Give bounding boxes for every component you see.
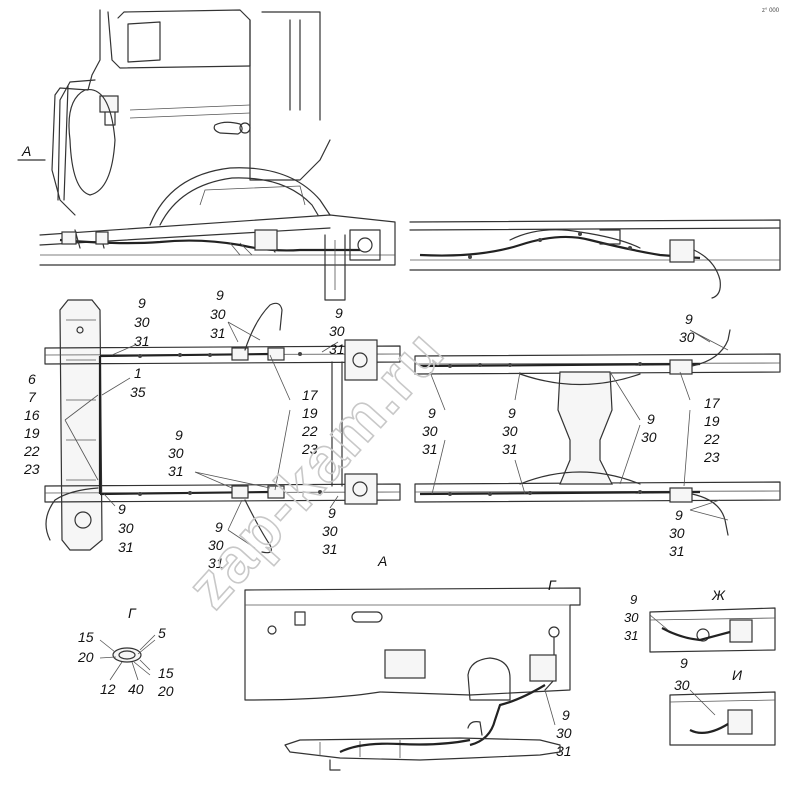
callout: 9 bbox=[118, 501, 126, 517]
callout: 30 bbox=[679, 329, 695, 345]
callout: 9 bbox=[562, 707, 570, 723]
callout: 30 bbox=[641, 429, 657, 445]
view-label-g-main: Г bbox=[548, 577, 557, 593]
callout: 31 bbox=[502, 441, 518, 457]
view-i: И bbox=[669, 667, 776, 746]
callout: 7 bbox=[28, 389, 37, 405]
callout: 9 bbox=[675, 507, 683, 523]
callout: 1 bbox=[134, 365, 142, 381]
callout: 31 bbox=[556, 743, 572, 759]
chassis-top-view-right bbox=[414, 329, 781, 536]
callout: 15 bbox=[158, 665, 174, 681]
callout: 30 bbox=[210, 306, 226, 322]
callout: 31 bbox=[134, 333, 150, 349]
callout: 22 bbox=[301, 423, 318, 439]
callout: 9 bbox=[508, 405, 516, 421]
callout: 30 bbox=[168, 445, 184, 461]
callout: 31 bbox=[329, 341, 345, 357]
chassis-top-view-left bbox=[44, 299, 401, 554]
callout: 5 bbox=[158, 625, 166, 641]
corner-code: z° 000 bbox=[762, 8, 780, 14]
callout: 31 bbox=[322, 541, 338, 557]
callout: 20 bbox=[77, 649, 94, 665]
callout: 31 bbox=[208, 555, 224, 571]
callouts: 9 30 31 9 30 31 1 35 6 7 16 19 22 23 9 3… bbox=[23, 287, 721, 759]
callout: 35 bbox=[130, 384, 146, 400]
callout: 30 bbox=[674, 677, 690, 693]
callout: 23 bbox=[23, 461, 40, 477]
callout: 19 bbox=[302, 405, 318, 421]
callout: 19 bbox=[24, 425, 40, 441]
callout: 17 bbox=[302, 387, 319, 403]
callout: 22 bbox=[23, 443, 40, 459]
view-label-i: И bbox=[732, 667, 743, 683]
view-zh: Ж 9 9 30 31 bbox=[624, 587, 776, 653]
callout: 30 bbox=[322, 523, 338, 539]
callout: 31 bbox=[422, 441, 438, 457]
callout: 23 bbox=[301, 441, 318, 457]
callout: 30 bbox=[624, 610, 639, 625]
callout: 30 bbox=[422, 423, 438, 439]
view-label-a-top: A bbox=[21, 143, 31, 159]
callout: 9 bbox=[680, 655, 688, 671]
view-label-g-detail: Г bbox=[128, 605, 137, 621]
frame-rail-side-view bbox=[409, 219, 781, 299]
callout: 6 bbox=[28, 371, 36, 387]
callout: 30 bbox=[329, 323, 345, 339]
cab-side-view: A bbox=[17, 9, 396, 301]
callout: 9 bbox=[175, 427, 183, 443]
callout: 30 bbox=[502, 423, 518, 439]
callout: 30 bbox=[134, 314, 150, 330]
callout: 12 bbox=[100, 681, 116, 697]
callout: 9 bbox=[138, 295, 146, 311]
callout: 9 bbox=[216, 287, 224, 303]
callout: 9 bbox=[630, 592, 637, 607]
callout: 15 bbox=[78, 629, 94, 645]
callout: 20 bbox=[157, 683, 174, 699]
callout: 22 bbox=[703, 431, 720, 447]
detail-g: Г 15 20 5 15 20 12 40 bbox=[77, 605, 174, 699]
view-label-zh: Ж bbox=[711, 587, 726, 603]
callout: 9 bbox=[215, 519, 223, 535]
callout: 31 bbox=[118, 539, 134, 555]
callout: 9 bbox=[335, 305, 343, 321]
callout: 16 bbox=[24, 407, 40, 423]
callout: 30 bbox=[556, 725, 572, 741]
callout: 9 bbox=[428, 405, 436, 421]
callout: 23 bbox=[703, 449, 720, 465]
callout: 40 bbox=[128, 681, 144, 697]
callout: 30 bbox=[118, 520, 134, 536]
callout: 9 bbox=[647, 411, 655, 427]
callout: 31 bbox=[168, 463, 184, 479]
callout: 31 bbox=[624, 628, 638, 643]
callout: 9 bbox=[685, 311, 693, 327]
callout: 30 bbox=[669, 525, 685, 541]
callout: 30 bbox=[208, 537, 224, 553]
callout: 17 bbox=[704, 395, 721, 411]
leader-lines bbox=[64, 321, 729, 549]
view-label-a-bottom: A bbox=[377, 553, 387, 569]
callout: 31 bbox=[669, 543, 685, 559]
callout: 9 bbox=[328, 505, 336, 521]
view-g-panel: Г bbox=[244, 577, 581, 771]
callout: 31 bbox=[210, 325, 226, 341]
callout: 19 bbox=[704, 413, 720, 429]
